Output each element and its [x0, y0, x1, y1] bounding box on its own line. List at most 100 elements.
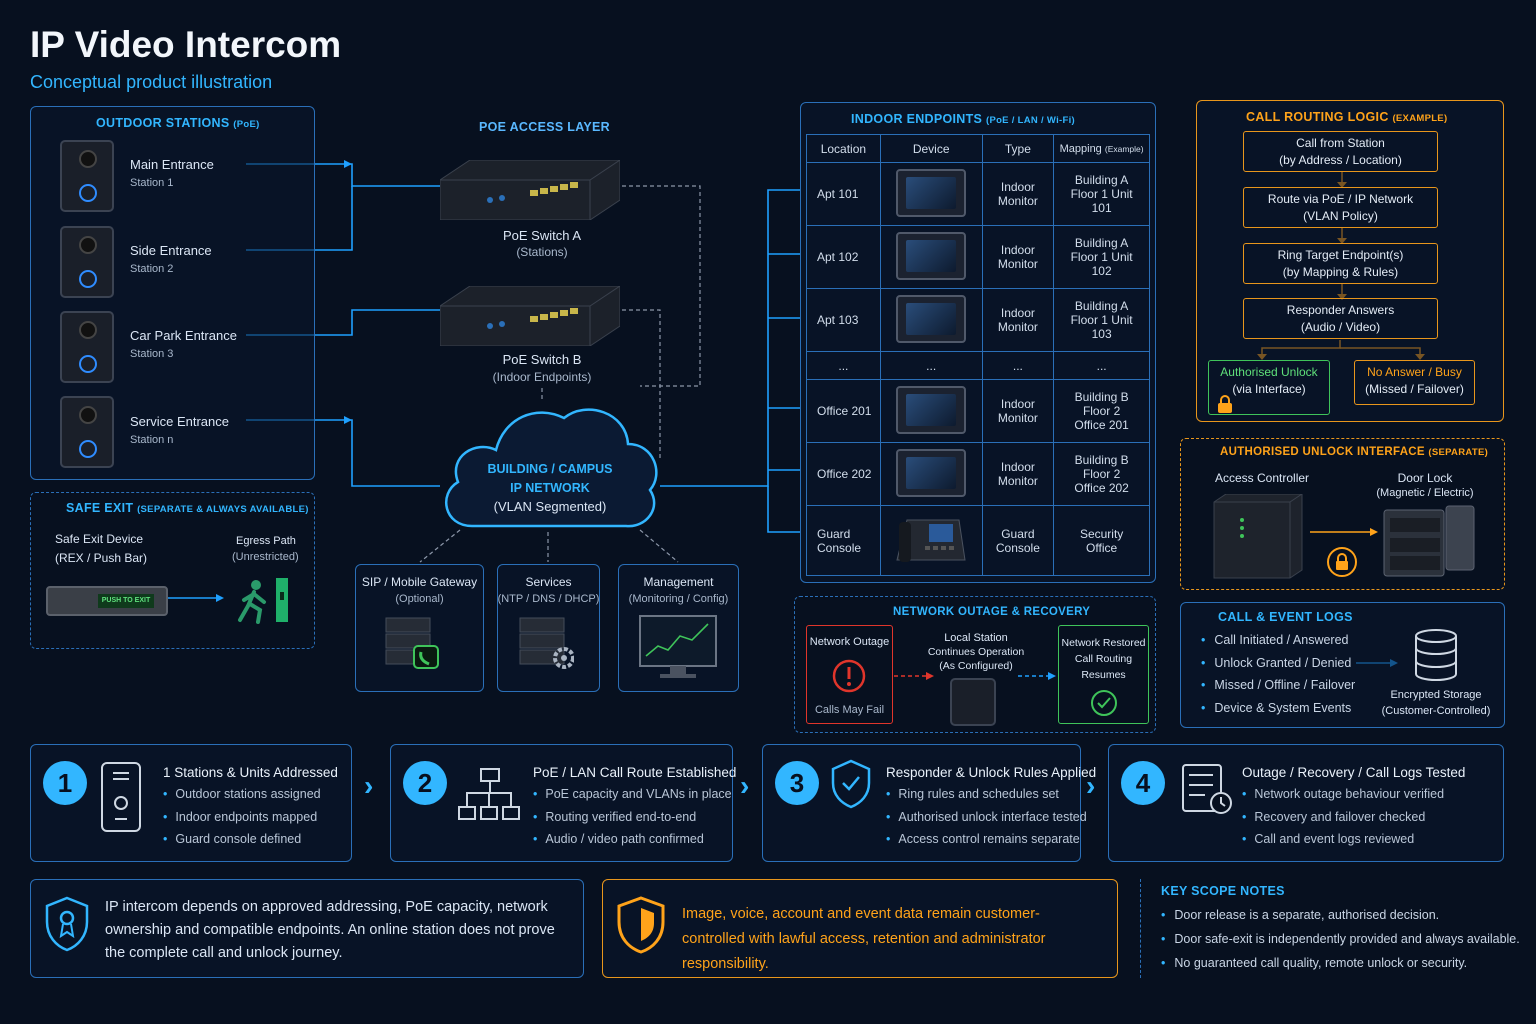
routing-step-route: Route via PoE / IP Network(VLAN Policy) [1243, 187, 1438, 228]
station-2-device [60, 226, 114, 298]
outage-label: Network Outage [809, 636, 890, 648]
network-line3: (VLAN Segmented) [493, 499, 607, 514]
routing-step-call: Call from Station(by Address / Location) [1243, 131, 1438, 172]
step-1-card: 1 1 Stations & Units Addressed Outdoor s… [30, 744, 352, 862]
list-item: Audio / video path confirmed [533, 828, 732, 851]
poe-switch-b [440, 286, 620, 346]
step-4-number: 4 [1121, 761, 1165, 805]
network-line1: BUILDING / CAMPUS [487, 462, 613, 476]
orange-note-panel [602, 879, 1118, 978]
safe-exit-panel [30, 492, 315, 649]
phone-device-icon [101, 762, 141, 832]
row-mapping: Building B Floor 2 Office 201 [1053, 379, 1150, 443]
row-location: Guard Console [806, 505, 881, 576]
station-1-sub: Station 1 [130, 177, 174, 189]
safe-exit-device-sub: (REX / Push Bar) [55, 551, 148, 565]
table-header-row: Location Device Type Mapping (Example) [806, 134, 1150, 163]
list-item: Access control remains separate [886, 828, 1087, 851]
safe-exit-title: SAFE EXIT (SEPARATE & ALWAYS AVAILABLE) [66, 501, 309, 515]
network-outage-title: NETWORK OUTAGE & RECOVERY [893, 606, 1091, 618]
poe-switch-a [440, 160, 620, 220]
indoor-monitor-icon [896, 231, 967, 280]
step-3-card: 3 Responder & Unlock Rules Applied Ring … [762, 744, 1096, 862]
restored-box [1058, 625, 1149, 724]
local-station-line3: (As Configured) [939, 660, 1013, 672]
list-item: Authorised unlock interface tested [886, 806, 1086, 829]
outage-box [806, 625, 893, 724]
list-item: Missed / Offline / Failover [1201, 674, 1355, 697]
table-row: Office 202 Indoor Monitor Building B Flo… [806, 442, 1150, 506]
list-item: Indoor endpoints mapped [163, 806, 321, 829]
routing-step-answer: Responder Answers(Audio / Video) [1243, 298, 1438, 339]
step-2-number: 2 [403, 761, 447, 805]
row-mapping: Security Office [1053, 505, 1150, 576]
poe-switch-b-label: PoE Switch B [502, 352, 582, 367]
page-title: IP Video Intercom [30, 24, 342, 65]
storage-label: Encrypted Storage [1390, 689, 1482, 701]
table-row: ... ... ... ... [806, 351, 1150, 380]
list-item: Guard console defined [163, 828, 321, 851]
sip-gateway-label: SIP / Mobile Gateway [361, 575, 478, 589]
station-2-sub: Station 2 [130, 263, 174, 275]
header-type: Type [981, 134, 1055, 163]
row-location: Office 201 [806, 379, 881, 443]
scope-divider [1140, 879, 1141, 978]
shield-icon [617, 896, 665, 954]
local-station-line2: Continues Operation [927, 646, 1025, 658]
row-location: Office 202 [806, 442, 881, 506]
lock-icon [1218, 395, 1232, 413]
safe-exit-device-label: Safe Exit Device [55, 532, 144, 546]
row-location: Apt 102 [806, 225, 881, 289]
step-4-card: 4 Outage / Recovery / Call Logs Tested N… [1108, 744, 1504, 862]
unlock-lock-icon [1327, 547, 1357, 577]
list-item: PoE capacity and VLANs in place [533, 783, 731, 806]
row-location: Apt 103 [806, 288, 881, 352]
row-mapping: ... [1053, 351, 1150, 380]
checklist-clock-icon [1182, 764, 1232, 814]
push-bar-device: PUSH TO EXIT [46, 586, 168, 616]
table-row: Guard Console Guard Console Security Off… [806, 505, 1150, 576]
storage-sub: (Customer-Controlled) [1381, 705, 1491, 717]
list-item: Routing verified end-to-end [533, 806, 732, 829]
step-2-list: PoE capacity and VLANs in placeRouting v… [533, 783, 732, 851]
egress-path-sub: (Unrestricted) [232, 551, 299, 563]
poe-switch-a-label: PoE Switch A [502, 228, 582, 243]
running-person-icon [238, 578, 288, 624]
chevron-right-icon: › [1086, 770, 1096, 801]
row-device [879, 162, 983, 226]
desk-phone-icon [896, 519, 966, 562]
list-item: Recovery and failover checked [1242, 806, 1444, 829]
table-row: Apt 103 Indoor Monitor Building A Floor … [806, 288, 1150, 352]
header-location: Location [806, 134, 881, 163]
shield-person-icon [45, 896, 89, 952]
row-type: Indoor Monitor [981, 379, 1055, 443]
call-routing-panel [1196, 100, 1504, 422]
row-type: Indoor Monitor [981, 288, 1055, 352]
step-3-number: 3 [775, 761, 819, 805]
list-item: Call and event logs reviewed [1242, 828, 1444, 851]
unlock-interface-title: AUTHORISED UNLOCK INTERFACE (SEPARATE) [1220, 446, 1489, 458]
shield-check-icon [831, 759, 871, 809]
row-device [879, 505, 983, 576]
restored-label: Network Restored [1061, 637, 1146, 649]
list-item: Unlock Granted / Denied [1201, 652, 1355, 675]
indoor-endpoints-table: Location Device Type Mapping (Example) A… [806, 134, 1150, 576]
row-type: Indoor Monitor [981, 225, 1055, 289]
call-routing-title: CALL ROUTING LOGIC (EXAMPLE) [1246, 110, 1448, 124]
network-cloud [444, 408, 658, 528]
row-device: ... [879, 351, 983, 380]
row-device [879, 288, 983, 352]
egress-path-label: Egress Path [236, 535, 296, 547]
local-station-label: Local Station [944, 632, 1008, 644]
database-icon [1415, 629, 1457, 681]
step-1-title: 1 Stations & Units Addressed [163, 765, 338, 780]
list-item: Device & System Events [1201, 697, 1355, 720]
management-sub: (Monitoring / Config) [628, 593, 729, 605]
step-4-title: Outage / Recovery / Call Logs Tested [1242, 765, 1466, 780]
check-icon [1091, 690, 1117, 716]
services-label: Services [525, 575, 572, 589]
access-controller-icon [1213, 494, 1303, 579]
table-row: Office 201 Indoor Monitor Building B Flo… [806, 379, 1150, 443]
routing-step-ring: Ring Target Endpoint(s)(by Mapping & Rul… [1243, 243, 1438, 284]
door-lock-icon [1383, 505, 1475, 577]
